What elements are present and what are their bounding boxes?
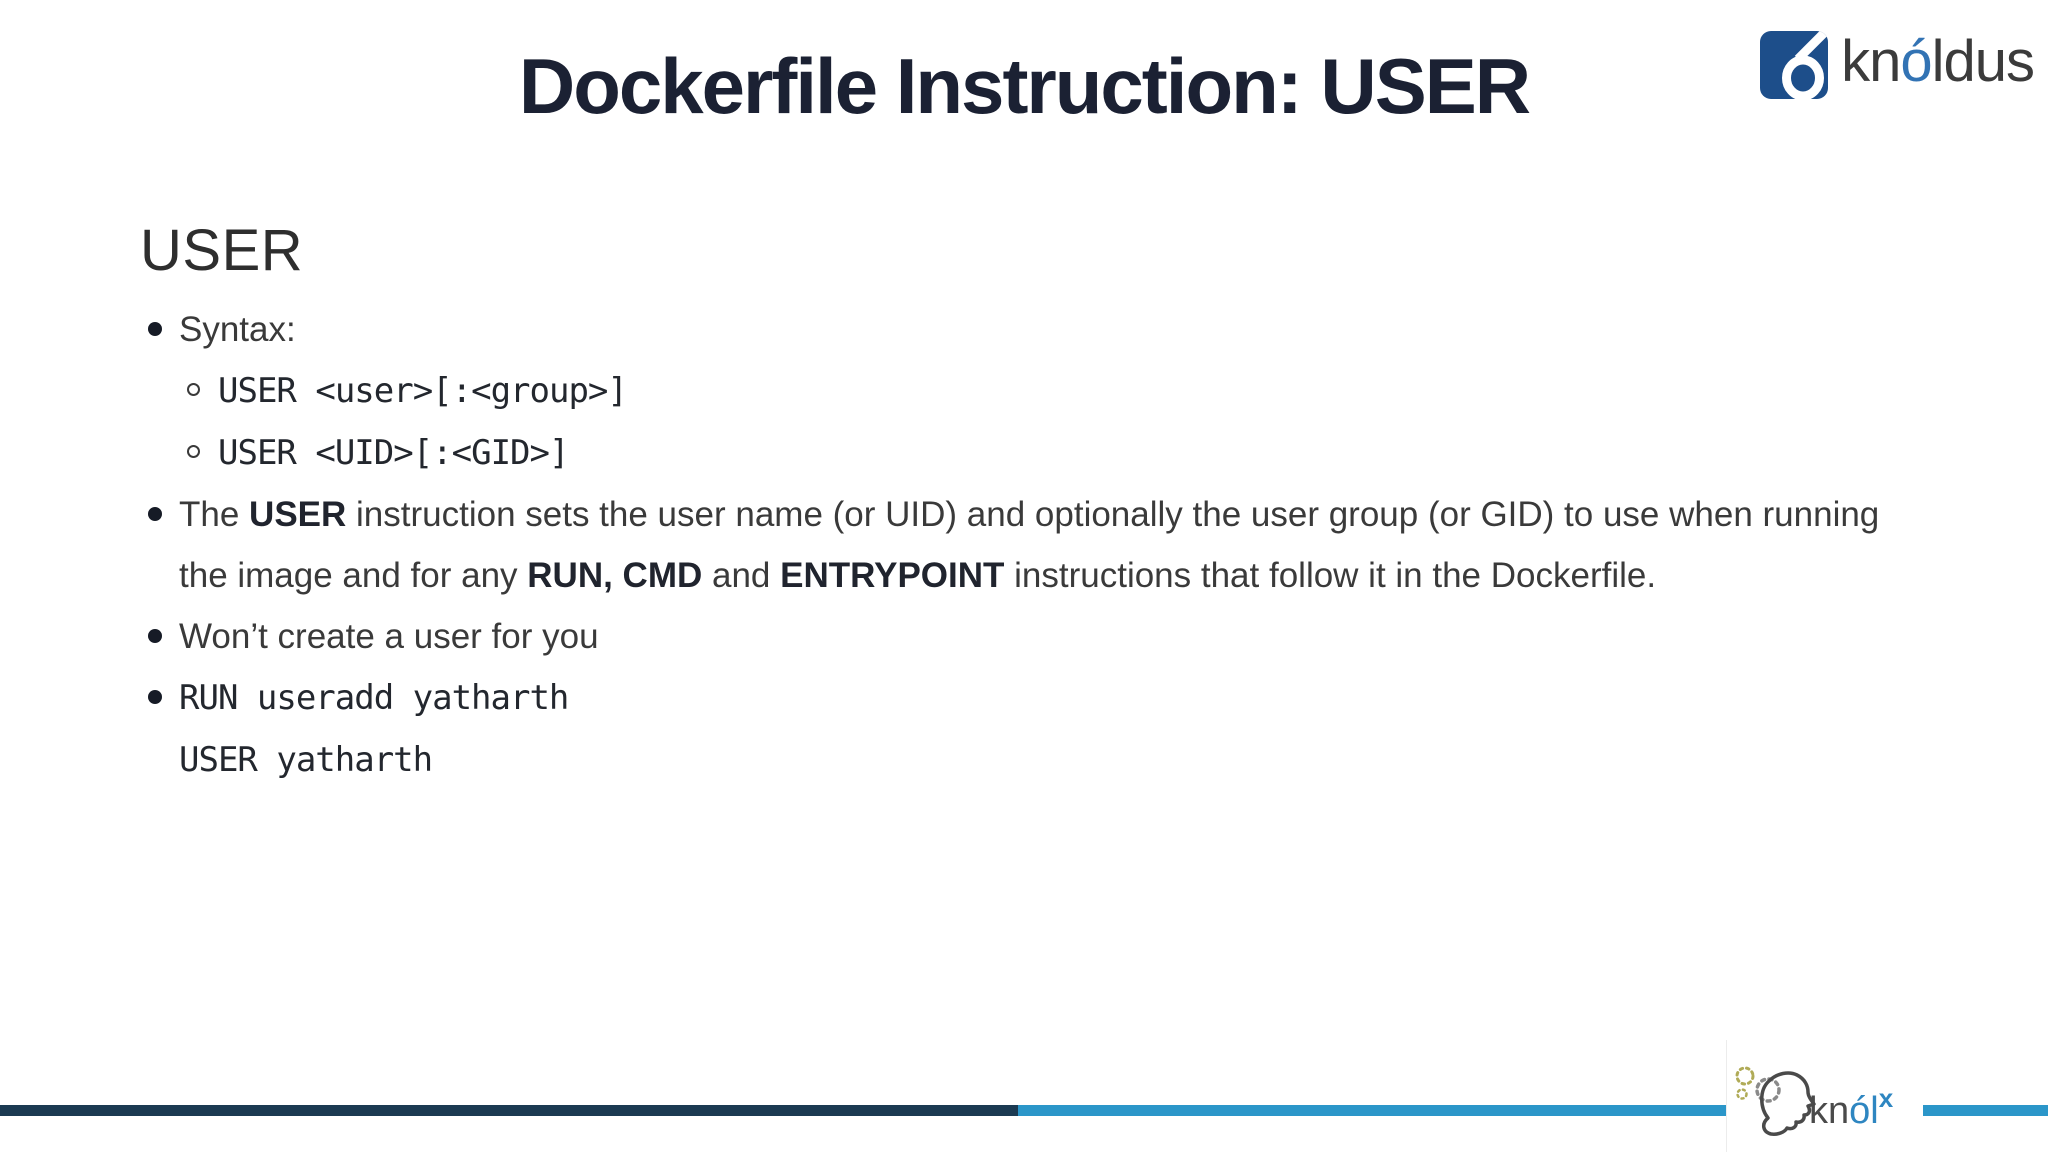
text-segment: USER <user>[:<group>] [218, 371, 628, 411]
knolx-head-icon [1735, 1066, 1816, 1136]
text-segment: Won’t create a user for you [179, 617, 599, 656]
text-segment: instruction sets the user name (or UID) … [346, 495, 1880, 534]
logo-text-accent: ó [1900, 29, 1932, 94]
text-segment: Syntax: [179, 310, 296, 349]
text-segment: instructions that follow it in the Docke… [1004, 556, 1657, 595]
logo-text-post: ldus [1931, 29, 2035, 94]
bullet-text: USER <UID>[:<GID>] [218, 422, 569, 484]
bullet-marker-spacer [148, 729, 179, 730]
bullet-list: Syntax: USER <user>[:<group>] USER <UID>[:… [148, 299, 2020, 791]
bullet-text: RUN useradd yatharth [179, 667, 569, 729]
bullet-text: Won’t create a user for you [179, 606, 599, 667]
bullet-item: USER yatharth [148, 729, 2020, 791]
knoldus-logo-icon [1760, 31, 1829, 99]
text-segment: RUN useradd yatharth [179, 678, 569, 718]
bullet-disc-marker [148, 629, 162, 643]
bullet-circle-marker [187, 383, 200, 396]
bullet-text: USER <user>[:<group>] [218, 360, 628, 422]
text-segment: USER [249, 495, 347, 534]
text-segment: ENTRYPOINT [780, 556, 1005, 595]
knolx-text-pre: kn [1809, 1090, 1850, 1132]
text-segment: and [702, 556, 781, 595]
bullet-item: The USER instruction sets the user name … [148, 484, 2020, 606]
bullet-disc-marker [148, 507, 162, 521]
bullet-item: RUN useradd yatharth [148, 667, 2020, 729]
footer-bar-dark [0, 1105, 1018, 1116]
logo-text-pre: kn [1841, 29, 1901, 94]
bullet-item: USER <UID>[:<GID>] [148, 422, 2020, 484]
knoldus-logo-text: knóldus [1841, 33, 2035, 97]
footer-bar-blue [1018, 1105, 2048, 1116]
bullet-item: USER <user>[:<group>] [148, 360, 2020, 422]
bullet-disc-marker [148, 322, 162, 336]
knolx-text-sup: x [1878, 1083, 1894, 1113]
text-segment: USER yatharth [179, 740, 433, 780]
slide-title: Dockerfile Instruction: USER [518, 42, 1531, 130]
bullet-text: The USER instruction sets the user name … [179, 484, 1879, 606]
bullet-text: USER yatharth [179, 729, 433, 791]
bullet-item: Syntax: [148, 299, 2020, 360]
text-segment: RUN, CMD [527, 556, 703, 595]
section-heading: USER [140, 218, 304, 283]
bullet-circle-marker [187, 445, 200, 458]
text-segment: the image and for any [179, 556, 528, 595]
knoldus-logo: knóldus [1760, 31, 2035, 99]
knolx-logo-text: knólx [1809, 1085, 1893, 1132]
bullet-item: Won’t create a user for you [148, 606, 2020, 667]
bullet-disc-marker [148, 690, 162, 704]
knoldus-o-glyph [1782, 31, 1829, 99]
text-segment: The [179, 495, 250, 534]
knolx-logo: knólx [1726, 1040, 1923, 1152]
knolx-text-accent: ól [1849, 1090, 1879, 1132]
bullet-text: Syntax: [179, 299, 296, 360]
text-segment: USER <UID>[:<GID>] [218, 433, 569, 473]
